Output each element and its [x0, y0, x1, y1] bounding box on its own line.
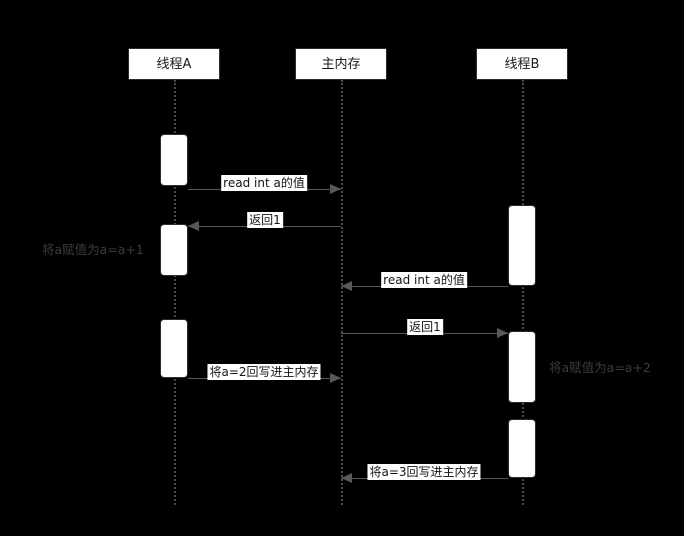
actor-label-threadB: 线程B	[504, 56, 540, 72]
actor-box-mainMemory[interactable]: 主内存	[295, 48, 387, 80]
note-threadB-assign: 将a赋值为a=a+2	[549, 360, 651, 375]
actor-box-threadB[interactable]: 线程B	[476, 48, 568, 80]
message-label-5: 将a=2回写进主内存	[207, 364, 321, 380]
activation-bar-threadB-3[interactable]	[508, 419, 536, 478]
actor-label-mainMemory: 主内存	[321, 56, 361, 72]
activation-bar-threadA-1[interactable]	[160, 134, 188, 186]
activation-bar-threadA-2[interactable]	[160, 224, 188, 276]
activation-bar-threadB-2[interactable]	[508, 331, 536, 403]
note-threadA-assign: 将a赋值为a=a+1	[42, 242, 144, 257]
message-label-4: 返回1	[407, 319, 443, 335]
actor-label-threadA: 线程A	[156, 56, 192, 72]
message-arrowhead-3	[341, 281, 352, 291]
message-arrowhead-4	[497, 328, 508, 338]
activation-bar-threadB-1[interactable]	[508, 205, 536, 286]
message-arrowhead-5	[330, 373, 341, 383]
lifeline-threadA	[174, 80, 176, 505]
message-label-3: read int a的值	[381, 272, 467, 288]
actor-box-threadA[interactable]: 线程A	[128, 48, 220, 80]
message-arrowhead-1	[330, 184, 341, 194]
message-label-2: 返回1	[247, 212, 283, 228]
lifeline-threadB	[522, 80, 524, 505]
message-arrowhead-6	[341, 473, 352, 483]
message-label-1: read int a的值	[221, 175, 307, 191]
message-label-6: 将a=3回写进主内存	[367, 464, 481, 480]
activation-bar-threadA-3[interactable]	[160, 319, 188, 378]
message-arrowhead-2	[188, 221, 199, 231]
lifeline-mainMemory	[341, 80, 343, 505]
